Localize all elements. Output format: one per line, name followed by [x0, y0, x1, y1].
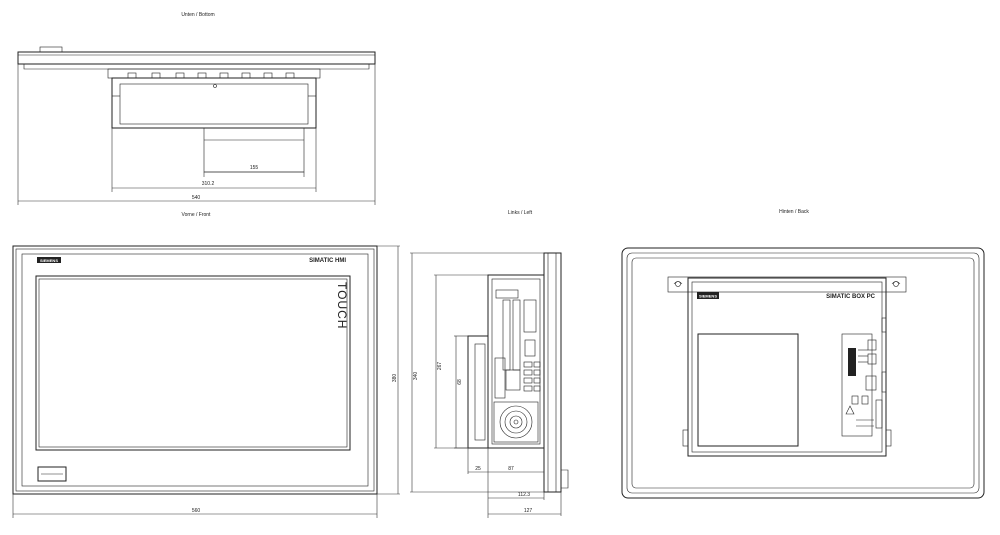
dim-label-540: 540: [192, 195, 201, 201]
bottom-view-title: Unten / Bottom: [181, 12, 214, 18]
back-view-title: Hinten / Back: [779, 209, 809, 215]
front-brand-logo: [37, 257, 61, 263]
left-slot-1: [502, 299, 511, 371]
bottom-panel-bezel: [17, 51, 376, 65]
dim-label-25: 25: [475, 466, 481, 472]
front-usb-cover: [37, 466, 67, 482]
back-box-pc: [687, 277, 887, 457]
left-port-serial: [524, 339, 536, 357]
back-brand-logo: [697, 292, 719, 299]
dim-label-127: 127: [524, 508, 533, 514]
back-outer-frame: [621, 247, 985, 499]
left-power-socket: [505, 369, 521, 391]
dim-label-87: 87: [508, 466, 514, 472]
back-interface-panel: [841, 317, 887, 437]
bottom-box-pc: [111, 77, 317, 129]
left-fan-icon: [493, 401, 539, 443]
back-mount-bracket: [667, 276, 907, 293]
dim-label-380: 380: [392, 374, 398, 383]
bottom-latch: [39, 46, 63, 53]
front-view: Vorne / Front SIEMENS SIMATIC HMI TOUCH …: [12, 212, 400, 518]
front-display-area: [35, 275, 351, 451]
dim-label-68: 68: [457, 379, 463, 385]
bottom-mount-plate: [107, 68, 321, 79]
left-connector-top: [495, 289, 519, 299]
dim-label-310: 310.2: [202, 181, 215, 187]
back-product-label: SIMATIC BOX PC: [826, 294, 876, 300]
front-outer-frame: [12, 245, 378, 495]
back-view: Hinten / Back SIEMENS SIMATIC BOX PC: [621, 209, 985, 499]
left-power-module: [494, 357, 506, 399]
dim-label-112: 112.3: [518, 492, 530, 498]
front-touch-label: TOUCH: [335, 282, 349, 329]
left-view-title: Links / Left: [508, 210, 533, 216]
front-product-label: SIMATIC HMI: [309, 258, 346, 264]
front-view-title: Vorne / Front: [182, 212, 212, 218]
back-brand-text: SIEMENS: [699, 294, 717, 299]
dim-label-340: 340: [413, 372, 419, 381]
left-box-pc: [487, 274, 545, 449]
left-port-dvi: [523, 299, 537, 333]
dim-label-155: 155: [250, 165, 259, 171]
left-slot-2: [512, 299, 521, 371]
back-label-plate: [697, 333, 799, 447]
left-panel-edge: [543, 252, 562, 493]
bottom-view: Unten / Bottom 155 310.2 540: [17, 12, 376, 205]
left-view: Links / Left 340: [410, 210, 569, 518]
front-brand-text: SIEMENS: [40, 258, 58, 263]
dim-label-267: 267: [437, 362, 443, 371]
dim-label-560: 560: [192, 508, 201, 514]
left-usb-ports: [523, 361, 541, 392]
